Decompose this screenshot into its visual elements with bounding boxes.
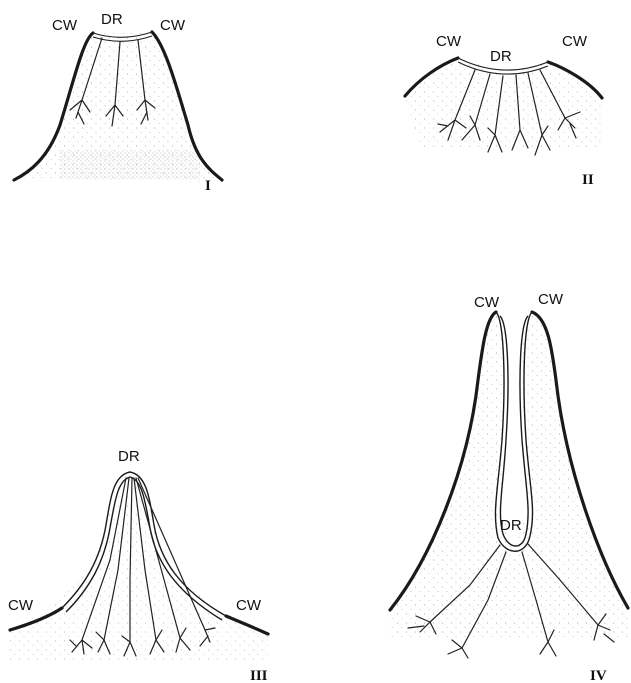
figure-iii-cell-wall-left [8, 606, 64, 632]
figure-iv-tissue [390, 312, 628, 640]
figure-iv-label-cw-right: CW [538, 291, 564, 308]
figure-iii-fibers [69, 477, 216, 657]
figure-i-label-cw-right: CW [160, 17, 186, 34]
figure-iii-cell-wall-right [224, 614, 270, 636]
figure-i-dividing-region [92, 31, 153, 38]
figure-ii-label-dr: DR [490, 48, 512, 65]
figure-i-dense-stipple [60, 150, 200, 180]
figure-i-dividing-region-lower [92, 35, 153, 42]
figure-ii-cell-wall-left [403, 56, 460, 98]
figure-iv-label-cw-left: CW [474, 294, 500, 311]
figure-ii-fibers [437, 69, 581, 156]
figure-ii-cell-wall-right [546, 60, 604, 100]
figure-i-fibers [69, 37, 156, 127]
figure-iii-tissue [10, 474, 268, 660]
figure-iii-label-cw-left: CW [8, 597, 34, 614]
figure-ii-dividing-region-lower [457, 61, 549, 75]
figure-iii: DR CW CW III [8, 448, 270, 683]
figure-iii-label-cw-right: CW [236, 597, 262, 614]
figure-iii-label-dr: DR [118, 448, 140, 465]
figure-ii: CW DR CW II [403, 33, 604, 188]
figure-iii-numeral: III [250, 668, 268, 683]
figure-iv-dividing-region-inner [499, 315, 529, 547]
figure-ii-dividing-region [457, 57, 549, 71]
figure-iv-numeral: IV [590, 668, 607, 683]
figure-ii-tissue [405, 58, 602, 150]
figure-iii-dividing-region [61, 471, 227, 617]
figure-iv-label-dr: DR [500, 517, 522, 534]
figure-iv-cell-wall-left [388, 310, 498, 612]
figure-i-cell-wall-left [12, 31, 95, 182]
figure-i-numeral: I [205, 178, 211, 194]
figure-i-label-cw-left: CW [52, 17, 78, 34]
figure-iv-cell-wall-right [530, 310, 630, 610]
figure-iv-fibers [407, 543, 615, 659]
figure-ii-label-cw-right: CW [562, 33, 588, 50]
figure-ii-numeral: II [582, 172, 594, 188]
figure-iv: CW CW DR IV [388, 291, 630, 683]
figure-iv-dividing-region [494, 311, 534, 552]
figure-i-cell-wall-right [150, 30, 224, 182]
figure-ii-label-cw-left: CW [436, 33, 462, 50]
figure-i-label-dr: DR [101, 11, 123, 28]
figure-iii-dividing-region-inner [65, 476, 223, 621]
figure-i: CW DR CW I [12, 11, 224, 194]
